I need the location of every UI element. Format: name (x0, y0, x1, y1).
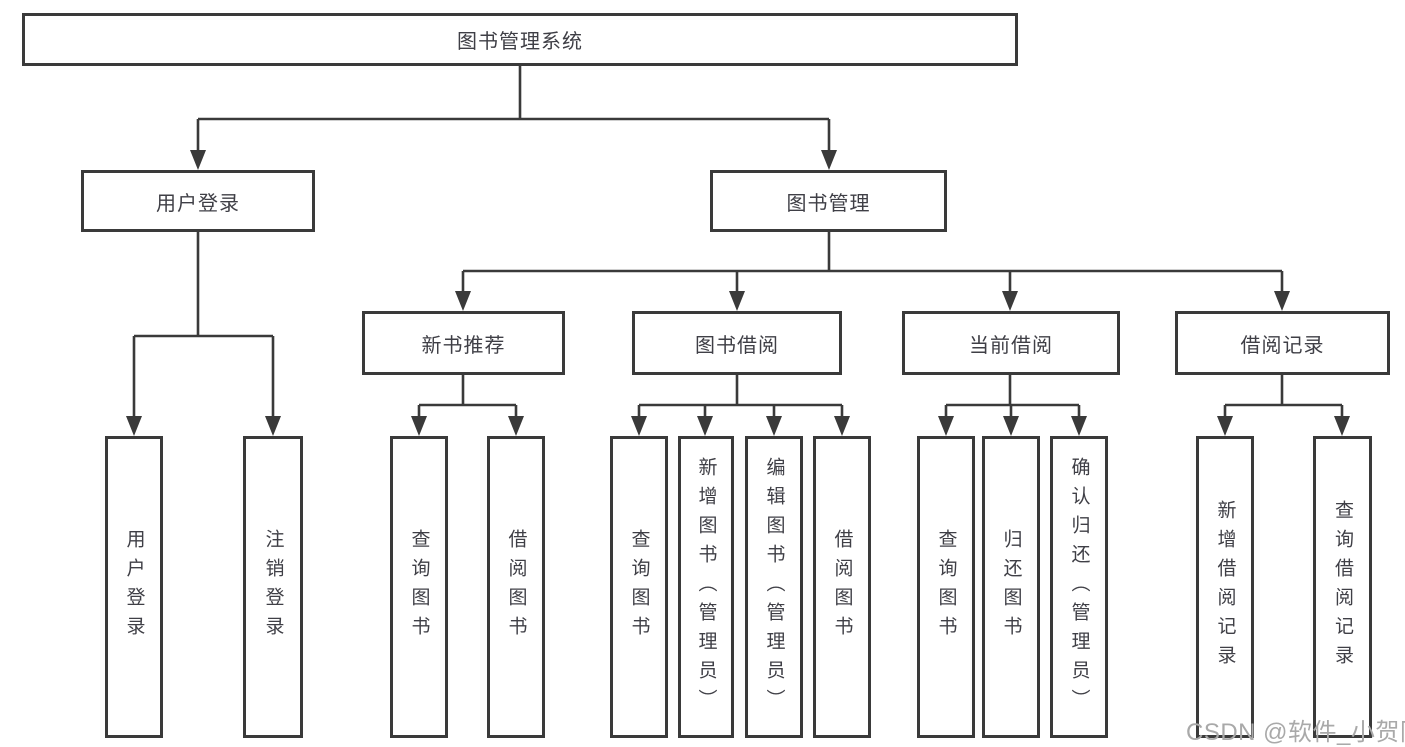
connector-book-management-to-level3 (455, 232, 1290, 311)
arrowhead (697, 416, 713, 436)
connector-borrowing-records-to-leaves (1217, 375, 1350, 436)
leaf-current-confirm-return-admin: 确认归还（管理员） (1050, 436, 1108, 738)
arrowhead (508, 416, 524, 436)
watermark: CSDN @软件_小贺同学 (1186, 719, 1405, 746)
node-user-login: 用户登录 (81, 170, 315, 232)
node-book-borrowing: 图书借阅 (632, 311, 842, 375)
node-current-borrowing: 当前借阅 (902, 311, 1120, 375)
node-borrowing-records: 借阅记录 (1175, 311, 1390, 375)
arrowhead (729, 291, 745, 311)
arrowhead (190, 150, 206, 170)
arrowhead (1217, 416, 1233, 436)
leaf-borrowing-edit-books-admin: 编辑图书（管理员） (745, 436, 803, 738)
arrowhead (265, 416, 281, 436)
node-library-management-system: 图书管理系统 (22, 13, 1018, 66)
connector-user-login-to-leaves (126, 232, 281, 436)
leaf-borrowing-query-books: 查询图书 (610, 436, 668, 738)
arrowhead (631, 416, 647, 436)
arrowhead (1334, 416, 1350, 436)
leaf-current-return-books: 归还图书 (982, 436, 1040, 738)
connector-book-borrowing-to-leaves (631, 375, 850, 436)
leaf-recommend-borrow-books: 借阅图书 (487, 436, 545, 738)
arrowhead (455, 291, 471, 311)
arrowhead (821, 150, 837, 170)
arrowhead (1003, 416, 1019, 436)
arrowhead (766, 416, 782, 436)
leaf-recommend-query-books: 查询图书 (390, 436, 448, 738)
connector-current-borrowing-to-leaves (938, 375, 1087, 436)
arrowhead (1071, 416, 1087, 436)
leaf-records-add-record: 新增借阅记录 (1196, 436, 1254, 738)
arrowhead (1002, 291, 1018, 311)
leaf-user-login: 用户登录 (105, 436, 163, 738)
arrowhead (1274, 291, 1290, 311)
arrowhead (126, 416, 142, 436)
node-new-book-recommend: 新书推荐 (362, 311, 565, 375)
node-book-management: 图书管理 (710, 170, 947, 232)
connector-root-to-level2 (190, 66, 837, 170)
leaf-borrowing-add-books-admin: 新增图书（管理员） (678, 436, 734, 738)
leaf-borrowing-borrow-books: 借阅图书 (813, 436, 871, 738)
leaf-logout: 注销登录 (243, 436, 303, 738)
arrowhead (938, 416, 954, 436)
connector-new-book-recommend-to-leaves (411, 375, 524, 436)
leaf-records-query-record: 查询借阅记录 (1313, 436, 1372, 738)
leaf-current-query-books: 查询图书 (917, 436, 975, 738)
arrowhead (411, 416, 427, 436)
arrowhead (834, 416, 850, 436)
